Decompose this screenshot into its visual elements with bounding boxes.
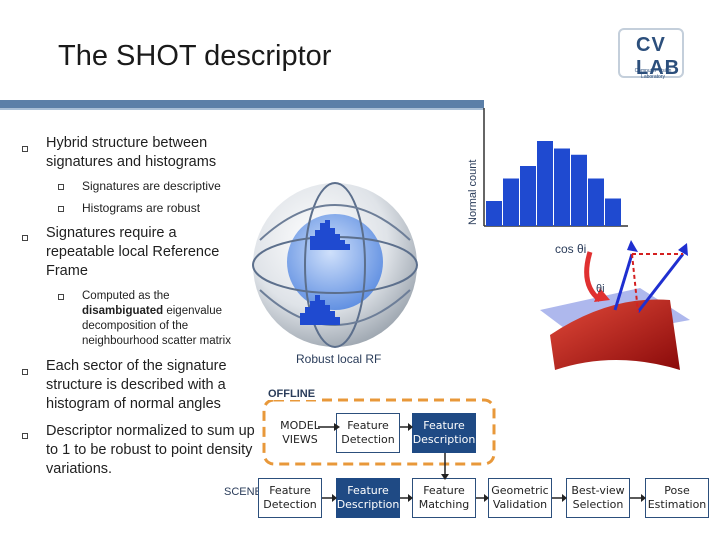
- sub-bullet-text: Computed as the disambiguated eigenvalue…: [82, 290, 231, 347]
- box-label: Pose Estimation: [647, 484, 707, 511]
- model-views-box: MODEL VIEWS: [268, 413, 332, 453]
- box-label: Feature Detection: [341, 419, 395, 446]
- red-arrowhead: [594, 288, 610, 302]
- feature-description-box: Feature Description: [336, 478, 400, 518]
- normal-arrow: [613, 253, 634, 311]
- sphere-histogram: [300, 295, 340, 325]
- hist-bar: [520, 166, 536, 226]
- cv-lab-logo: CV LAB Computer Vision Laboratory: [618, 28, 684, 80]
- bullet-marker: [22, 433, 28, 439]
- hist-bar: [605, 198, 621, 226]
- bullet-text: Hybrid structure between signatures and …: [46, 135, 217, 170]
- slide-title: The SHOT descriptor: [58, 40, 332, 72]
- normal-arrowhead: [678, 243, 688, 256]
- x-axis-label: cos θi: [555, 242, 587, 256]
- offline-border: [262, 398, 496, 466]
- bullet-marker: [58, 294, 64, 300]
- normal-histogram: [483, 108, 628, 227]
- box-label: Feature Description: [412, 419, 476, 446]
- scene-label: SCENE: [224, 486, 262, 498]
- sphere-meridian: [304, 182, 366, 348]
- geometric-validation-box: Geometric Validation: [488, 478, 552, 518]
- normal-arrow: [636, 253, 685, 313]
- box-label: Best-view Selection: [571, 484, 625, 511]
- hist-bar: [588, 178, 604, 226]
- y-axis-label: Normal count: [467, 159, 479, 225]
- angle-label: θi: [596, 283, 605, 295]
- logo-subtext: Computer Vision Laboratory: [634, 68, 672, 80]
- title-underline: [0, 100, 484, 110]
- bullet-marker: [58, 184, 64, 190]
- surface-patch: [550, 299, 680, 370]
- box-label: Feature Description: [336, 484, 400, 511]
- hist-bars: [486, 141, 621, 226]
- bullet-marker: [22, 146, 28, 152]
- sphere-diagram: [252, 182, 418, 348]
- box-label: Geometric Validation: [491, 484, 549, 511]
- offline-feature-description-box: Feature Description: [412, 413, 476, 453]
- normal-arrowhead: [627, 240, 638, 252]
- offline-label: OFFLINE: [266, 388, 318, 400]
- surface-diagram: [540, 240, 690, 370]
- sphere-histogram: [310, 220, 350, 250]
- robust-rf-caption: Robust local RF: [296, 352, 382, 366]
- best-view-selection-box: Best-view Selection: [566, 478, 630, 518]
- angle-line: [631, 253, 639, 313]
- bullet-text: Signatures require a repeatable local Re…: [46, 225, 220, 279]
- sub-bullet-text: Histograms are robust: [82, 201, 201, 215]
- sub-bullet-text: Signatures are descriptive: [82, 179, 221, 193]
- hist-bar: [486, 201, 502, 226]
- bullet-text: Each sector of the signature structure i…: [46, 358, 227, 412]
- feature-detection-box: Feature Detection: [258, 478, 322, 518]
- pipeline-arrows: [322, 453, 646, 502]
- logo-text: CV LAB: [636, 34, 681, 79]
- pose-estimation-box: Pose Estimation: [645, 478, 709, 518]
- bullet-marker: [22, 369, 28, 375]
- offline-feature-detection-box: Feature Detection: [336, 413, 400, 453]
- hist-bar: [537, 141, 553, 226]
- sphere-arc: [259, 204, 411, 241]
- bullet-marker: [22, 235, 28, 241]
- box-label: MODEL VIEWS: [280, 419, 320, 446]
- offline-arrows: [318, 423, 413, 431]
- box-label: Feature Matching: [418, 484, 470, 511]
- bullet-marker: [58, 206, 64, 212]
- hist-bar: [571, 154, 587, 226]
- hist-bar: [554, 148, 570, 226]
- box-label: Feature Detection: [263, 484, 317, 511]
- hist-bar: [503, 178, 519, 226]
- bullet-text: Descriptor normalized to sum up to 1 to …: [46, 423, 255, 477]
